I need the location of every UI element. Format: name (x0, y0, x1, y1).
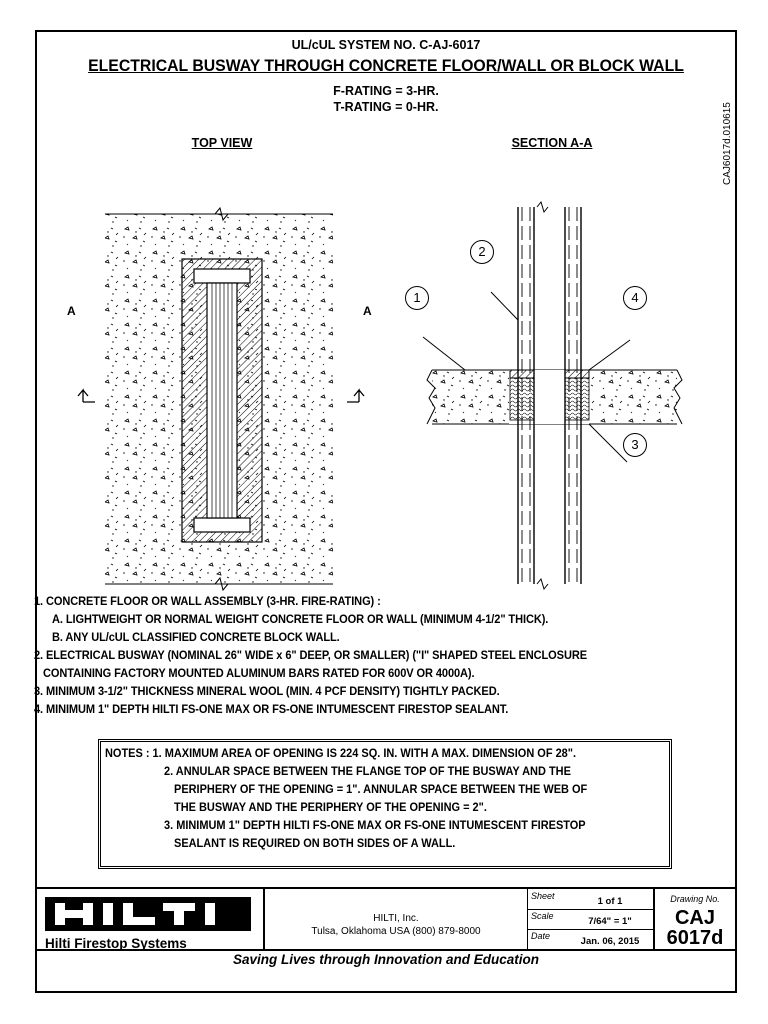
drawing-sheet: UL/cUL SYSTEM NO. C-AJ-6017 ELECTRICAL B… (34, 30, 737, 993)
top-view-drawing (77, 206, 365, 592)
item-1a: A. LIGHTWEIGHT OR NORMAL WEIGHT CONCRETE… (52, 612, 549, 626)
f-rating: F-RATING = 3-HR. (333, 84, 439, 98)
section-arrow-right (347, 388, 365, 403)
item-1b: B. ANY UL/cUL CLASSIFIED CONCRETE BLOCK … (52, 630, 340, 644)
callout-3: 3 (623, 433, 647, 457)
section-letter-right: A (363, 304, 372, 318)
note-2-cont-a: PERIPHERY OF THE OPENING = 1". ANNULAR S… (174, 782, 588, 796)
drawing-no-label: Drawing No. (670, 894, 720, 904)
note-2: 2. ANNULAR SPACE BETWEEN THE FLANGE TOP … (164, 764, 571, 778)
drawings-svg (77, 200, 683, 592)
drawing-title: ELECTRICAL BUSWAY THROUGH CONCRETE FLOOR… (88, 56, 684, 75)
drawing-no-1: CAJ (674, 907, 715, 929)
callout-4: 4 (623, 286, 647, 310)
section-label: SECTION A-A (511, 136, 593, 150)
sheet-value: 1 of 1 (597, 896, 623, 907)
sheet-label: Sheet (531, 891, 555, 901)
logo-text: HILTI (225, 922, 228, 924)
drawing-no-2: 6017d (666, 927, 724, 949)
notes-box: NOTES : 1. MAXIMUM AREA OF OPENING IS 22… (98, 739, 672, 869)
busway-web (206, 282, 238, 519)
item-1: 1. CONCRETE FLOOR OR WALL ASSEMBLY (3-HR… (34, 594, 381, 608)
company-line: Hilti Firestop Systems (45, 936, 187, 951)
system-number: UL/cUL SYSTEM NO. C-AJ-6017 (291, 38, 481, 52)
callout-2: 2 (470, 240, 494, 264)
section-letter-left: A (67, 304, 76, 318)
scale-value: 7/64" = 1" (588, 916, 632, 927)
note-3-cont: SEALANT IS REQUIRED ON BOTH SIDES OF A W… (174, 836, 456, 850)
top-view-label: TOP VIEW (191, 136, 253, 150)
scale-label: Scale (531, 911, 554, 921)
item-3: 3. MINIMUM 3-1/2" THICKNESS MINERAL WOOL… (34, 684, 500, 698)
item-2-cont: CONTAINING FACTORY MOUNTED ALUMINUM BARS… (43, 666, 475, 680)
note-2-cont-b: THE BUSWAY AND THE PERIPHERY OF THE OPEN… (174, 800, 487, 814)
slogan: Saving Lives through Innovation and Educ… (232, 952, 540, 967)
item-4: 4. MINIMUM 1" DEPTH HILTI FS-ONE MAX OR … (34, 702, 509, 716)
callout-1: 1 (405, 286, 429, 310)
address-1: HILTI, Inc. (373, 913, 419, 924)
section-view-drawing (422, 200, 683, 591)
hilti-logo: HILTI (45, 897, 251, 931)
t-rating: T-RATING = 0-HR. (333, 100, 439, 114)
date-value: Jan. 06, 2015 (580, 936, 640, 947)
note-1: NOTES : 1. MAXIMUM AREA OF OPENING IS 22… (105, 746, 577, 760)
date-label: Date (531, 931, 551, 941)
title-block: HILTI Hilti Firestop Systems HILTI, Inc.… (37, 887, 735, 972)
item-2: 2. ELECTRICAL BUSWAY (NOMINAL 26" WIDE x… (34, 648, 587, 662)
section-arrow-left (77, 388, 95, 403)
note-3: 3. MINIMUM 1" DEPTH HILTI FS-ONE MAX OR … (164, 818, 586, 832)
address-2: Tulsa, Oklahoma USA (800) 879-8000 (311, 926, 481, 937)
